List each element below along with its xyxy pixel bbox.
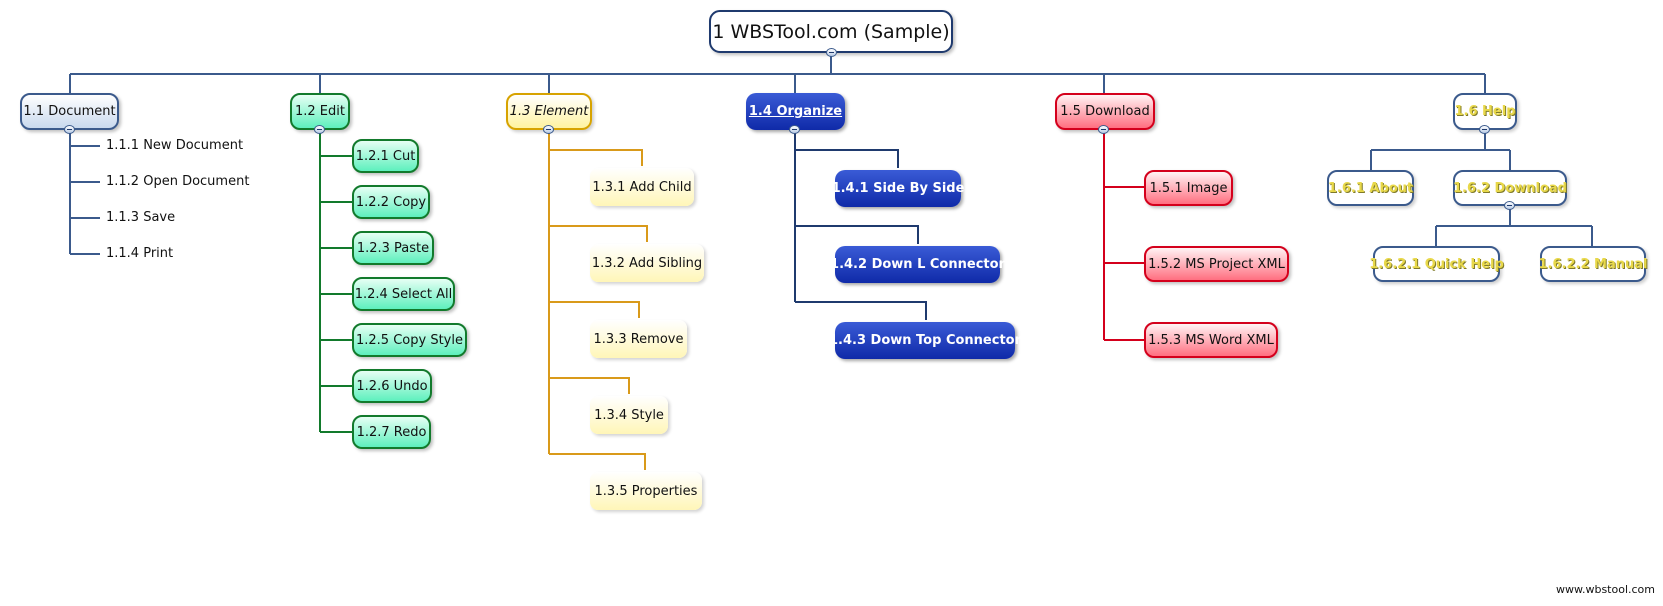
node-save[interactable]: 1.1.3 Save bbox=[106, 210, 176, 225]
node-select-all-label: 1.2.4 Select All bbox=[354, 286, 453, 302]
node-manual-label: 1.6.2.2 Manual bbox=[1538, 256, 1648, 272]
element-branch bbox=[548, 130, 648, 470]
node-down-l-connector-label: 1.4.2 Down L Connector bbox=[830, 257, 1005, 272]
node-element-label: 1.3 Element bbox=[509, 104, 589, 119]
node-side-by-side[interactable]: 1.4.1 Side By Side bbox=[832, 170, 964, 207]
node-down-top-connector[interactable]: 1.4.3 Down Top Connector bbox=[829, 322, 1021, 359]
collapse-help-toggle[interactable] bbox=[1479, 125, 1490, 134]
node-help-label: 1.6 Help bbox=[1454, 104, 1516, 119]
node-new-document[interactable]: 1.1.1 New Document bbox=[106, 138, 244, 153]
node-copy-style-label: 1.2.5 Copy Style bbox=[356, 332, 463, 348]
root-node[interactable]: 1 WBSTool.com (Sample) bbox=[709, 10, 953, 53]
document-branch bbox=[69, 130, 100, 255]
node-paste[interactable]: 1.2.3 Paste bbox=[352, 231, 434, 265]
node-help-download[interactable]: 1.6.2 Download bbox=[1453, 170, 1567, 206]
node-add-child[interactable]: 1.3.1 Add Child bbox=[590, 168, 694, 206]
help-download-branch bbox=[1435, 206, 1593, 246]
collapse-download-toggle[interactable] bbox=[1098, 125, 1109, 134]
node-undo-label: 1.2.6 Undo bbox=[356, 378, 428, 394]
node-element[interactable]: 1.3 Element bbox=[506, 93, 592, 130]
footer-url: www.wbstool.com bbox=[1555, 583, 1655, 596]
node-help-download-label: 1.6.2 Download bbox=[1453, 180, 1567, 196]
help-branch bbox=[1370, 130, 1511, 170]
node-cut[interactable]: 1.2.1 Cut bbox=[352, 139, 419, 173]
node-redo-label: 1.2.7 Redo bbox=[356, 424, 427, 440]
organize-branch bbox=[794, 130, 927, 320]
node-ms-word-xml[interactable]: 1.5.3 MS Word XML bbox=[1144, 322, 1278, 358]
collapse-root-toggle[interactable] bbox=[826, 48, 837, 57]
node-copy[interactable]: 1.2.2 Copy bbox=[352, 185, 430, 219]
download-branch bbox=[1103, 130, 1144, 341]
node-manual[interactable]: 1.6.2.2 Manual bbox=[1538, 246, 1648, 282]
edit-branch bbox=[319, 130, 352, 433]
node-paste-label: 1.2.3 Paste bbox=[356, 240, 430, 256]
node-edit-label: 1.2 Edit bbox=[295, 104, 345, 119]
node-remove-label: 1.3.3 Remove bbox=[593, 331, 684, 347]
node-quick-help[interactable]: 1.6.2.1 Quick Help bbox=[1369, 246, 1504, 282]
node-about[interactable]: 1.6.1 About bbox=[1327, 170, 1414, 206]
node-add-child-label: 1.3.1 Add Child bbox=[592, 179, 692, 195]
node-select-all[interactable]: 1.2.4 Select All bbox=[352, 277, 455, 311]
node-ms-word-xml-label: 1.5.3 MS Word XML bbox=[1148, 332, 1274, 348]
node-cut-label: 1.2.1 Cut bbox=[355, 148, 416, 164]
node-image-label: 1.5.1 Image bbox=[1149, 180, 1228, 196]
node-down-l-connector[interactable]: 1.4.2 Down L Connector bbox=[830, 246, 1005, 283]
node-ms-project-xml-label: 1.5.2 MS Project XML bbox=[1148, 256, 1285, 272]
node-style-label: 1.3.4 Style bbox=[594, 407, 664, 423]
node-help[interactable]: 1.6 Help bbox=[1453, 93, 1517, 130]
node-print[interactable]: 1.1.4 Print bbox=[106, 246, 174, 261]
node-download-label: 1.5 Download bbox=[1060, 104, 1150, 119]
node-image[interactable]: 1.5.1 Image bbox=[1144, 170, 1233, 206]
node-edit[interactable]: 1.2 Edit bbox=[290, 93, 350, 130]
node-add-sibling[interactable]: 1.3.2 Add Sibling bbox=[590, 244, 704, 282]
root-label: 1 WBSTool.com (Sample) bbox=[712, 20, 950, 43]
node-properties-label: 1.3.5 Properties bbox=[594, 483, 698, 499]
node-document-label: 1.1 Document bbox=[23, 104, 116, 119]
node-copy-label: 1.2.2 Copy bbox=[355, 194, 427, 210]
node-organize-label: 1.4 Organize bbox=[748, 104, 843, 119]
collapse-document-toggle[interactable] bbox=[64, 125, 75, 134]
node-ms-project-xml[interactable]: 1.5.2 MS Project XML bbox=[1144, 246, 1289, 282]
node-properties[interactable]: 1.3.5 Properties bbox=[590, 472, 702, 510]
node-open-document[interactable]: 1.1.2 Open Document bbox=[106, 174, 250, 189]
node-quick-help-label: 1.6.2.1 Quick Help bbox=[1369, 256, 1504, 272]
node-undo[interactable]: 1.2.6 Undo bbox=[352, 369, 432, 403]
collapse-organize-toggle[interactable] bbox=[789, 125, 800, 134]
node-about-label: 1.6.1 About bbox=[1327, 180, 1414, 196]
collapse-element-toggle[interactable] bbox=[543, 125, 554, 134]
node-organize[interactable]: 1.4 Organize bbox=[746, 93, 845, 130]
node-down-top-connector-label: 1.4.3 Down Top Connector bbox=[828, 333, 1022, 348]
node-copy-style[interactable]: 1.2.5 Copy Style bbox=[352, 323, 467, 357]
collapse-help-download-toggle[interactable] bbox=[1504, 201, 1515, 210]
node-style[interactable]: 1.3.4 Style bbox=[590, 396, 668, 434]
node-remove[interactable]: 1.3.3 Remove bbox=[590, 320, 687, 358]
node-add-sibling-label: 1.3.2 Add Sibling bbox=[591, 255, 703, 271]
node-side-by-side-label: 1.4.1 Side By Side bbox=[831, 181, 965, 196]
collapse-edit-toggle[interactable] bbox=[314, 125, 325, 134]
node-redo[interactable]: 1.2.7 Redo bbox=[352, 415, 431, 449]
